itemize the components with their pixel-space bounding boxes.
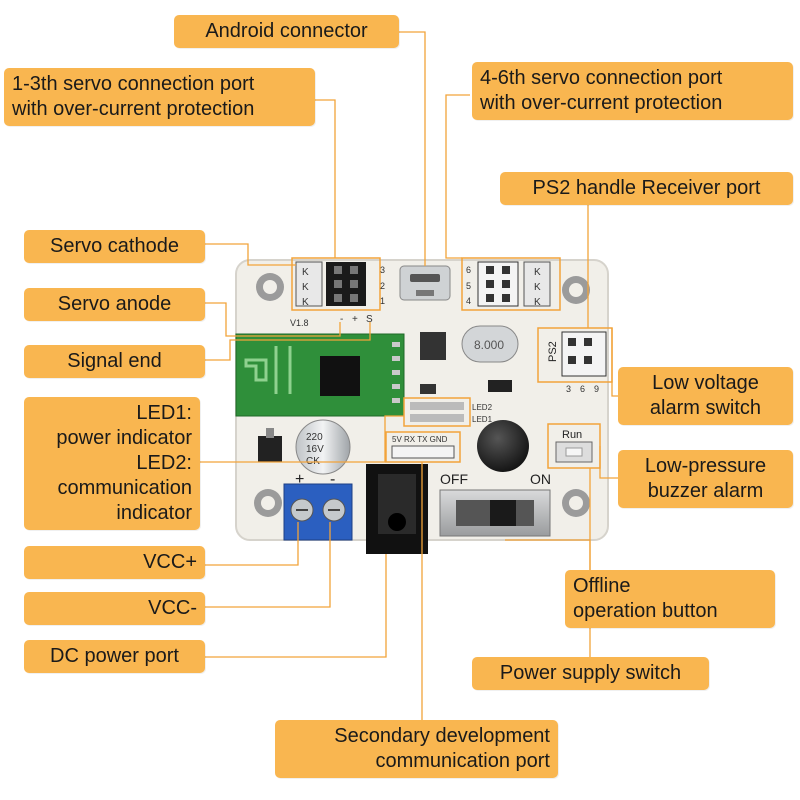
secondary-dev-port-label: Secondary development communication port (275, 720, 558, 778)
pin-k-label: K (534, 297, 541, 308)
terminal-minus-mark: - (330, 471, 335, 488)
run-marking: Run (562, 429, 582, 441)
offline-operation-button-label: Offline operation button (565, 570, 775, 628)
pin-k-label: K (302, 282, 309, 293)
ps2-receiver-header: PS2 3 6 9 (537, 327, 613, 394)
android-connector-label: Android connector (174, 15, 399, 48)
pin-number: 5 (466, 281, 471, 291)
crystal-oscillator: 8.000 (461, 325, 519, 363)
ps2-receiver-port-label: PS2 handle Receiver port (500, 172, 793, 205)
dc-power-port-label: DC power port (24, 640, 205, 673)
pin-number: 1 (380, 296, 385, 306)
switch-on-marking: ON (530, 471, 551, 487)
pin-k-label: K (534, 267, 541, 278)
servo-header-4-6: K K K 6 5 4 (461, 257, 561, 311)
vcc-plus-label: VCC+ (24, 546, 205, 579)
pin-minus-mark: - (340, 314, 343, 325)
power-switch: OFF ON (439, 471, 551, 537)
board-version: V1.8 (290, 318, 309, 328)
led2-marking: LED2 (472, 403, 493, 412)
screw-terminal-block: + - (283, 471, 353, 541)
mounting-hole (562, 276, 590, 304)
electrolytic-capacitor: 220 16V CK (295, 419, 351, 475)
servo-anode-label: Servo anode (24, 288, 205, 321)
secondary-dev-header: 5V RX TX GND (385, 431, 461, 463)
header-pin-labels: 5V RX TX GND (392, 435, 448, 444)
led-indicators: LED2 LED1 (403, 397, 493, 427)
servo-port-4-6-label: 4-6th servo connection port with over-cu… (472, 62, 793, 120)
pin-k-label: K (302, 267, 309, 278)
pin-plus-mark: + (352, 314, 358, 325)
crystal-frequency: 8.000 (474, 338, 504, 352)
pin-k-label: K (302, 297, 309, 308)
offline-button: Run (547, 423, 601, 469)
ps2-marking: PS2 (547, 341, 559, 362)
android-usb-connector (399, 265, 451, 301)
pin-number: 9 (594, 384, 599, 394)
pin-number: 3 (566, 384, 571, 394)
led1-marking: LED1 (472, 415, 493, 424)
low-voltage-alarm-switch-label: Low voltage alarm switch (618, 367, 793, 425)
servo-header-1-3: K K K 3 2 1 V1.8 - + S (290, 257, 385, 328)
vcc-minus-label: VCC- (24, 592, 205, 625)
mounting-hole (254, 489, 282, 517)
pin-number: 4 (466, 296, 471, 306)
servo-port-1-3-label: 1-3th servo connection port with over-cu… (4, 68, 315, 126)
capacitor-marking: 220 (306, 432, 323, 443)
pin-k-label: K (534, 282, 541, 293)
pin-number: 3 (380, 265, 385, 275)
pin-number: 2 (380, 281, 385, 291)
smd-components (420, 332, 512, 394)
pin-number: 6 (580, 384, 585, 394)
capacitor-marking: 16V (306, 444, 324, 455)
switch-off-marking: OFF (440, 471, 468, 487)
pin-number: 6 (466, 265, 471, 275)
terminal-plus-mark: + (295, 471, 304, 488)
led-indicators-label: LED1: power indicator LED2: communicatio… (24, 397, 200, 530)
voltage-regulator (258, 428, 282, 462)
wireless-module (235, 333, 405, 417)
dc-power-jack (366, 464, 428, 554)
signal-end-label: Signal end (24, 345, 205, 378)
buzzer (477, 420, 529, 472)
servo-cathode-label: Servo cathode (24, 230, 205, 263)
mounting-hole (256, 273, 284, 301)
low-pressure-buzzer-alarm-label: Low-pressure buzzer alarm (618, 450, 793, 508)
mounting-hole (562, 489, 590, 517)
pin-s-mark: S (366, 314, 373, 325)
power-supply-switch-label: Power supply switch (472, 657, 709, 690)
